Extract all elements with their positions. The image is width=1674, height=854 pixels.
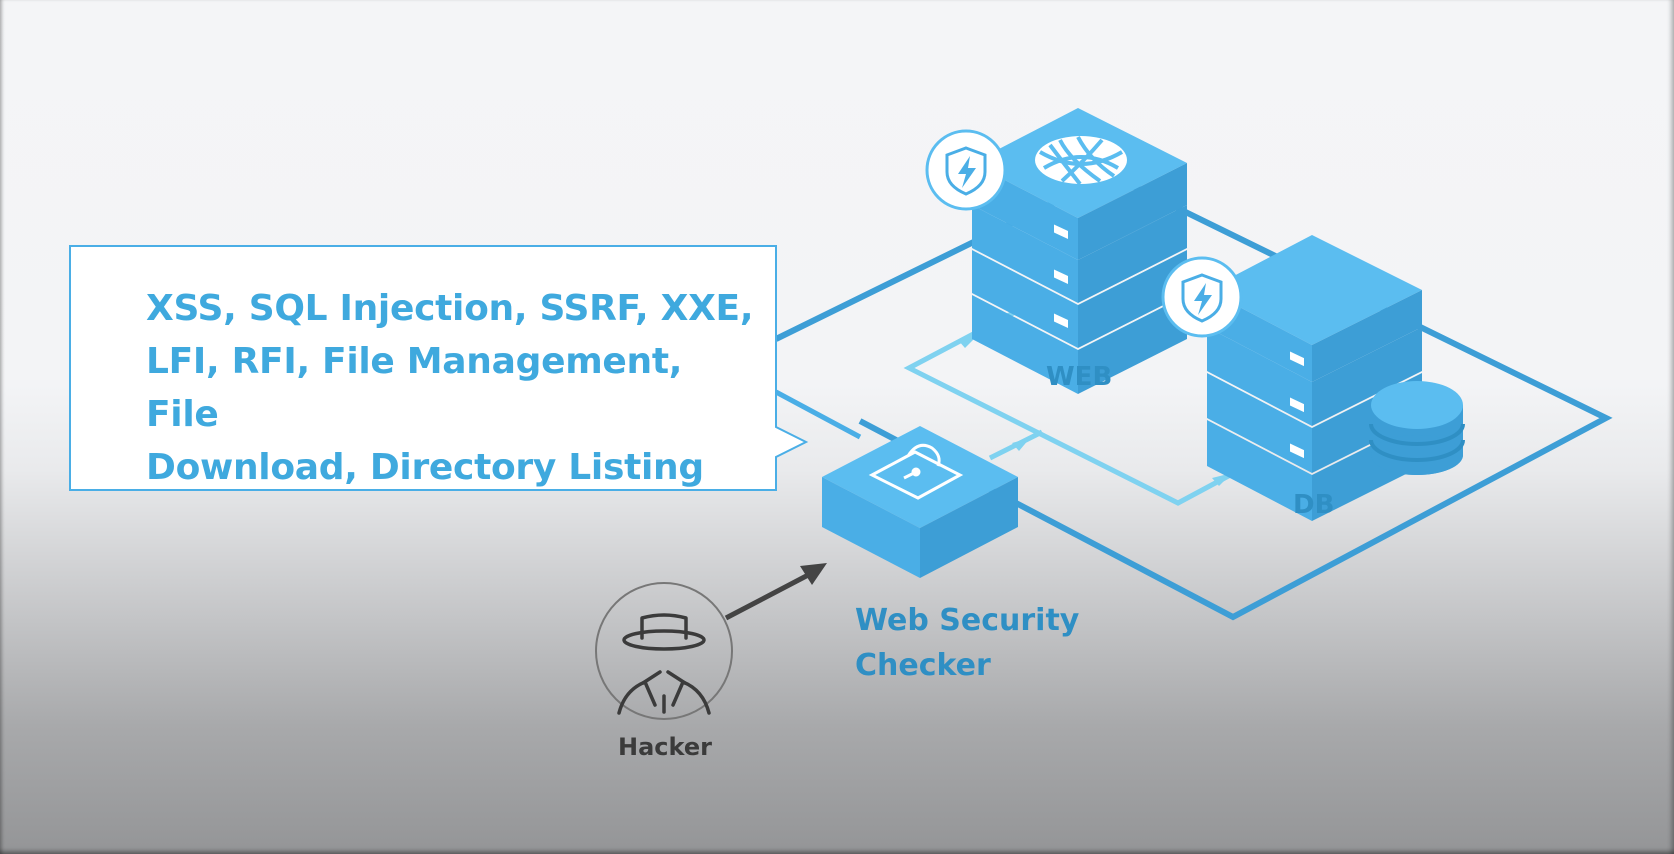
shield-lightning-icon — [925, 129, 1007, 211]
shield-lightning-icon — [1161, 256, 1243, 338]
hacker-icon — [595, 582, 733, 720]
checker-label-line1: Web Security — [855, 603, 1080, 638]
database-icon — [1369, 381, 1465, 475]
vulnerability-line: LFI, RFI, File Management, File — [146, 341, 683, 435]
attack-arrow — [724, 563, 827, 621]
vulnerability-line: Download, Directory Listing — [146, 447, 704, 488]
checker-label: Web Security Checker — [855, 598, 1079, 688]
web-security-checker[interactable] — [822, 426, 1018, 578]
checker-label-line2: Checker — [855, 648, 991, 683]
vulnerability-list: XSS, SQL Injection, SSRF, XXE, LFI, RFI,… — [146, 282, 766, 494]
db-label: DB — [1293, 490, 1335, 520]
network-path-left-link — [774, 389, 862, 440]
vulnerability-line: XSS, SQL Injection, SSRF, XXE, — [146, 288, 754, 329]
globe-icon — [1035, 136, 1127, 186]
web-label: WEB — [1046, 362, 1113, 392]
callout-box — [69, 245, 809, 491]
flow-arrow — [1012, 438, 1030, 451]
hacker-label: Hacker — [618, 733, 712, 761]
db-server[interactable] — [1207, 235, 1422, 521]
padlock-icon — [868, 443, 964, 500]
